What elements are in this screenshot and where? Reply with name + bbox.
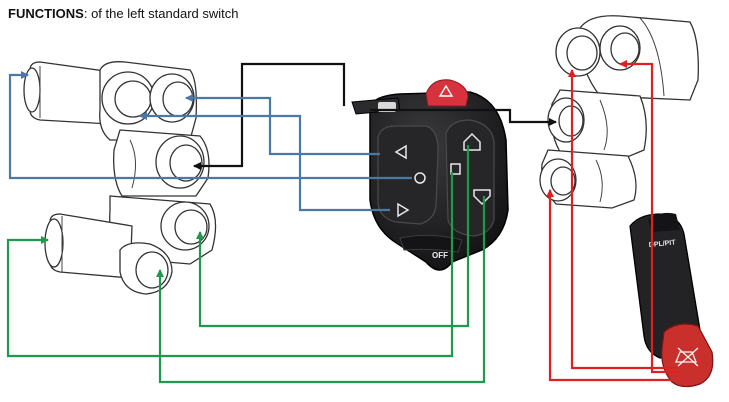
horn-cross-icon — [675, 347, 699, 367]
down-button[interactable] — [473, 189, 491, 206]
left-standard-switch: OFF — [351, 79, 509, 271]
remote-red-button[interactable] — [661, 323, 714, 388]
black-wires — [193, 62, 557, 170]
circle-button[interactable] — [414, 172, 426, 184]
right-triangle-icon — [397, 202, 410, 218]
left-arrow-button[interactable] — [394, 144, 407, 160]
green-wires — [6, 145, 486, 384]
title-rest: : of the left standard switch — [83, 6, 239, 21]
blue-wires — [8, 71, 412, 212]
diagram-title: FUNCTIONS: of the left standard switch — [8, 6, 238, 21]
red-wires — [546, 60, 680, 382]
left-triangle-icon — [394, 144, 407, 160]
off-label: OFF — [432, 251, 448, 260]
circle-icon — [414, 172, 426, 184]
dpl-pit-label: DPL/PIT — [649, 239, 677, 249]
square-button[interactable] — [450, 163, 461, 175]
up-button[interactable] — [463, 132, 481, 151]
down-house-icon — [473, 189, 491, 206]
hazard-triangle-icon — [438, 84, 454, 97]
right-switch-block — [539, 15, 699, 209]
right-arrow-button[interactable] — [397, 202, 410, 218]
title-bold: FUNCTIONS — [8, 6, 84, 21]
square-icon — [450, 163, 461, 175]
dpl-pit-remote: DPL/PIT — [629, 212, 714, 388]
left-switch-block — [23, 61, 217, 295]
hazard-button[interactable] — [425, 79, 469, 107]
up-house-icon — [463, 132, 481, 151]
